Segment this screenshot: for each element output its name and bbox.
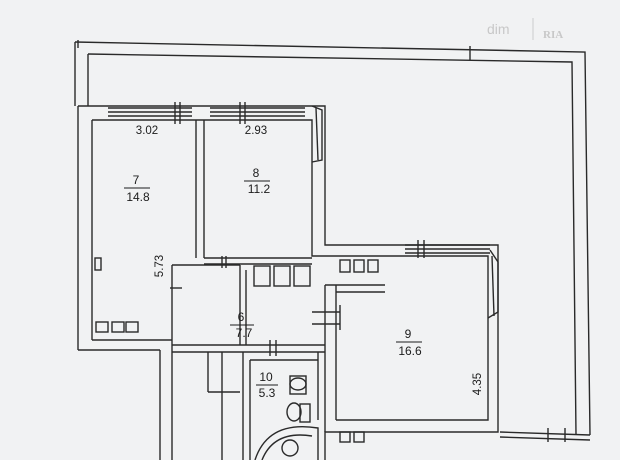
dimension-room8-width: 2.93 (245, 125, 267, 137)
room-number: 9 (405, 327, 412, 341)
dimension-room7-width: 3.02 (136, 125, 158, 137)
room-area: 16.6 (398, 344, 422, 358)
windows (108, 102, 499, 319)
room-6: 6 7.7 (230, 310, 254, 340)
balcony-outline (74, 41, 591, 441)
dimension-room9-length: 4.35 (472, 373, 484, 395)
room-8: 8 11.2 (244, 166, 271, 196)
room-area: 5.3 (259, 386, 276, 400)
balcony-ticks (77, 40, 566, 442)
room-area: 7.7 (236, 326, 253, 340)
room-7: 7 14.8 (124, 173, 150, 204)
interior-walls (171, 120, 385, 460)
vent-blocks (94, 257, 379, 443)
room-10: 10 5.3 (256, 370, 278, 400)
door-marks (170, 256, 341, 356)
watermark-text: dim (487, 21, 510, 37)
room-area: 14.8 (126, 190, 150, 204)
room-9: 9 16.6 (396, 327, 422, 358)
room-number: 10 (259, 370, 273, 384)
room-number: 6 (238, 310, 245, 324)
room-number: 8 (253, 166, 260, 180)
watermark-logo: RIA (543, 29, 563, 41)
room-number: 7 (133, 173, 140, 187)
dimension-room7-length: 5.73 (154, 255, 166, 277)
watermark: dim RIA (487, 18, 563, 41)
bathroom-fixtures (221, 352, 319, 460)
room-area: 11.2 (248, 182, 271, 196)
